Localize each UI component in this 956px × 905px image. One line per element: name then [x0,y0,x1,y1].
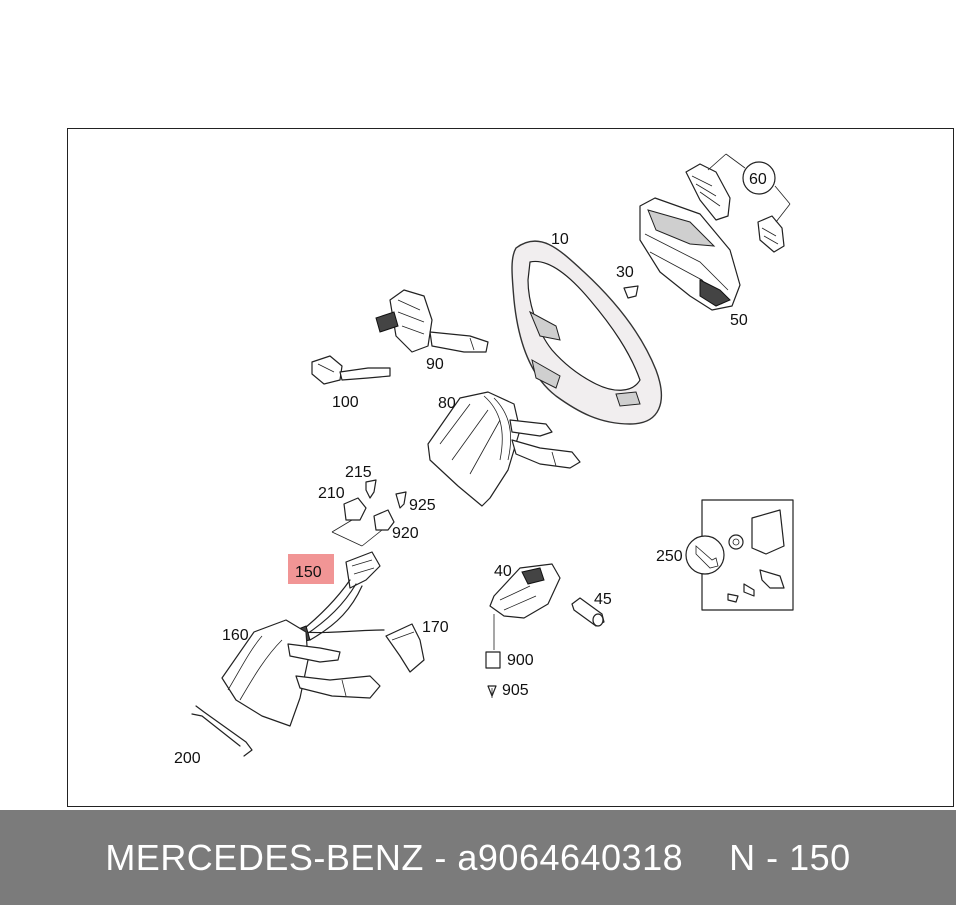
label-250: 250 [656,548,683,565]
brand-name: MERCEDES-BENZ [105,836,424,878]
footer-bar: MERCEDES-BENZ - a9064640318 N - 150 [0,810,956,905]
label-10: 10 [551,231,569,248]
parts-diagram: 60 50 30 10 90 100 [174,153,794,767]
label-80: 80 [438,395,456,412]
footer-separator: - [434,836,447,878]
label-150: 150 [295,564,322,581]
part-80-switch-module: 80 [427,391,581,507]
part-45-cylinder: 45 [571,591,612,627]
label-210: 210 [318,485,345,502]
label-905: 905 [502,682,529,699]
part-number: a9064640318 [457,836,684,878]
label-200: 200 [174,750,201,767]
part-200-bracket: 200 [174,705,253,767]
label-45: 45 [594,591,612,608]
label-900: 900 [507,652,534,669]
label-925: 925 [409,497,436,514]
parts-210-215-920-925: 215 210 925 920 [318,464,436,547]
label-60: 60 [749,171,767,188]
part-250-repair-kit: 250 [656,499,794,611]
position-reference: N - 150 [729,836,851,878]
highlight-box [288,554,334,584]
part-100-lever: 100 [311,355,391,411]
label-50: 50 [730,312,748,329]
label-920: 920 [392,525,419,542]
part-40-ignition-lock: 40 900 905 [485,563,561,699]
diagram-frame [67,128,954,807]
part-10-steering-wheel: 10 [511,231,663,425]
footer-text: MERCEDES-BENZ - a9064640318 N - 150 [105,837,850,879]
label-90: 90 [426,356,444,373]
label-100: 100 [332,394,359,411]
label-160: 160 [222,627,249,644]
part-170-cover: 170 [385,619,449,673]
label-170: 170 [422,619,449,636]
part-160-column-jacket: 160 [221,619,381,727]
part-60-buttons: 60 [685,153,791,253]
part-150-wiring-harness: 150 [288,551,385,643]
part-90-combination-switch: 90 [375,289,489,373]
label-40: 40 [494,563,512,580]
part-30-screw: 30 [616,264,639,299]
part-50-airbag: 50 [639,197,748,329]
label-215: 215 [345,464,372,481]
label-30: 30 [616,264,634,281]
